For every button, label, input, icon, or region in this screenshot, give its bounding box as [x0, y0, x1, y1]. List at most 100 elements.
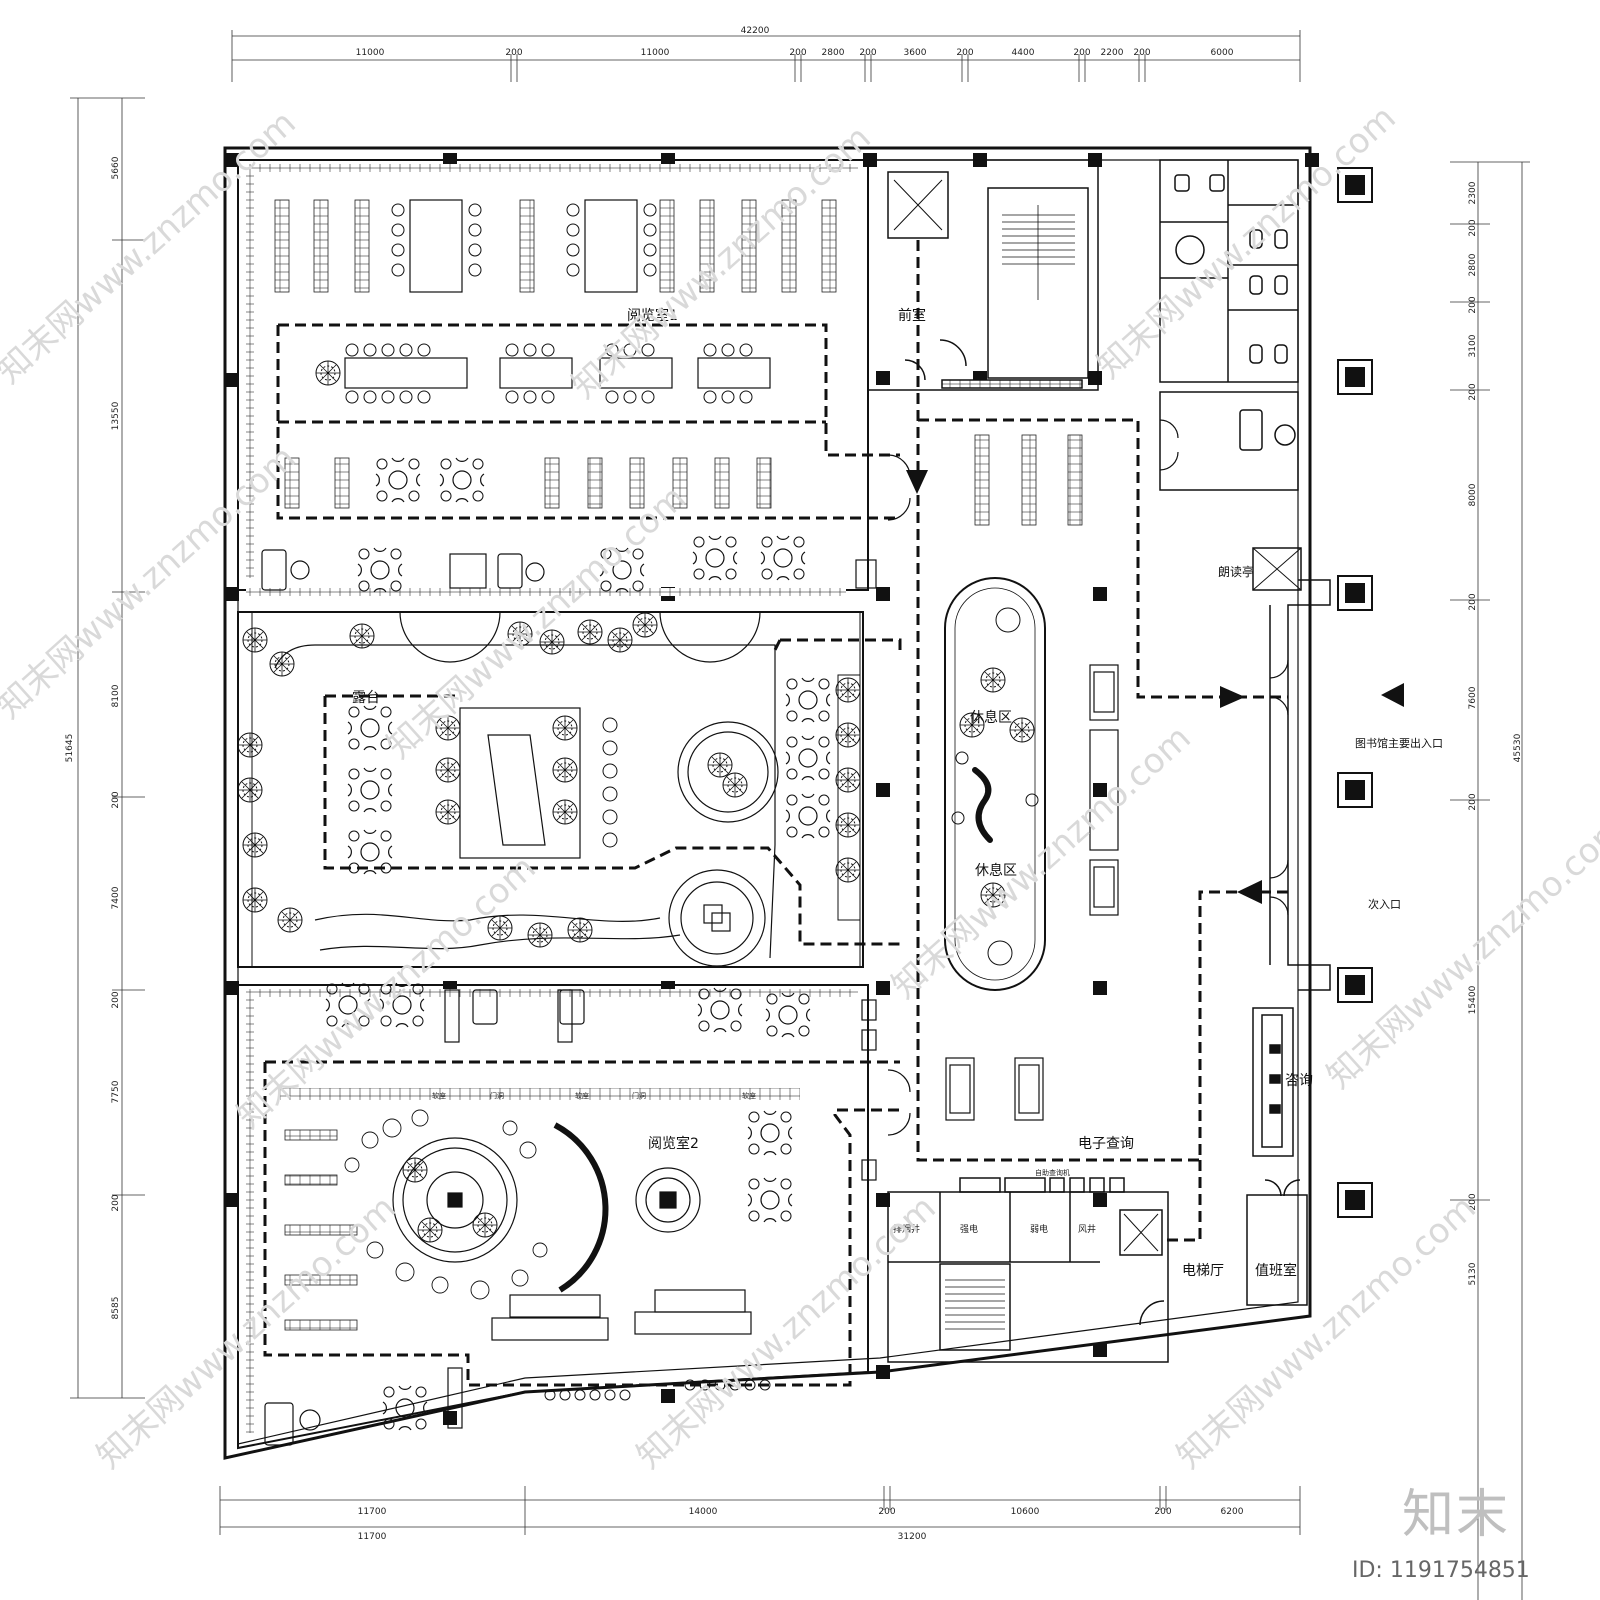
strong-current-label: 强电 [960, 1223, 978, 1235]
toilet-block [1159, 159, 1299, 491]
dim-bottom1-1: 14000 [689, 1507, 718, 1517]
central-lobby: 休息区 休息区 电子查询 [906, 240, 1288, 1162]
dim-right-total: 45530 [1513, 733, 1523, 762]
dim-top-5: 200 [859, 48, 876, 58]
dim-left-6: 7750 [111, 1080, 121, 1103]
dim-right-9: 200 [1468, 793, 1478, 810]
dim-left-8: 8585 [111, 1297, 121, 1320]
left-dimension-line [70, 97, 145, 1399]
dim-top-3: 200 [789, 48, 806, 58]
rest-area-1-label: 休息区 [970, 709, 1012, 726]
anteroom-label: 前室 [898, 307, 926, 324]
dim-top-10: 2200 [1101, 48, 1124, 58]
top-dimension-values: 11000 200 11000 200 2800 200 3600 200 44… [356, 48, 1234, 58]
consultation-desk [1252, 1007, 1294, 1157]
top-dimension-line [231, 30, 1301, 82]
east-facade [1269, 579, 1331, 991]
reading-room-2-label: 阅览室2 [648, 1135, 699, 1152]
dim-right-5: 200 [1468, 383, 1478, 400]
dim-top-7: 200 [956, 48, 973, 58]
shelf-label-1: 门洞 [490, 1091, 504, 1100]
self-service-kiosk-label: 自助查询机 [1035, 1168, 1070, 1177]
dim-right-6: 8000 [1468, 483, 1478, 506]
dim-bottom1-3: 10600 [1011, 1507, 1040, 1517]
dim-right-7: 200 [1468, 593, 1478, 610]
shelf-label-2: 软座 [575, 1091, 589, 1100]
dim-top-8: 4400 [1012, 48, 1035, 58]
watermark-6: 知末网www.znzmo.com [884, 718, 1198, 1007]
dim-top-1: 200 [505, 48, 522, 58]
dim-bottom2-0: 11700 [358, 1532, 387, 1542]
shelf-label-4: 软座 [742, 1091, 756, 1100]
watermark-4: 知末网www.znzmo.com [0, 438, 304, 727]
service-core [887, 1177, 1169, 1363]
shelf-label-3: 门洞 [632, 1091, 646, 1100]
dim-left-1: 13550 [111, 401, 121, 430]
main-entrance-label: 图书馆主要出入口 [1355, 736, 1443, 750]
dim-bottom1-0: 11700 [358, 1507, 387, 1517]
bottom-dimension-values: 11700 14000 200 10600 200 6200 11700 312… [358, 1507, 1244, 1542]
dim-right-2: 2800 [1468, 253, 1478, 276]
dim-left-2: 8100 [111, 684, 121, 707]
watermark-3: 知末网www.znzmo.com [1089, 98, 1403, 387]
watermark-11: 知末网www.znzmo.com [1169, 1188, 1483, 1477]
dim-bottom1-5: 6200 [1221, 1507, 1244, 1517]
dim-top-6: 3600 [904, 48, 927, 58]
duty-room-label: 值班室 [1255, 1262, 1297, 1279]
dim-right-3: 200 [1468, 296, 1478, 313]
reading-room-2-pebbles [344, 1109, 548, 1300]
shelf-label-0: 软座 [432, 1091, 446, 1100]
dim-left-4: 7400 [111, 886, 121, 909]
dim-right-1: 200 [1468, 219, 1478, 236]
image-id: ID: 1191754851 [1352, 1558, 1530, 1583]
dim-top-2: 11000 [641, 48, 670, 58]
dim-top-0: 11000 [356, 48, 385, 58]
dim-top-4: 2800 [822, 48, 845, 58]
brand-logo-text: 知末 [1402, 1485, 1511, 1545]
smoke-shaft-label: 排烟井 [893, 1223, 920, 1235]
reading-room-1-label: 阅览室1 [627, 307, 678, 324]
terrace-label: 露台 [352, 690, 380, 706]
bottom-dimension-line [219, 1486, 1301, 1535]
reading-room-2: 软座 门洞 软座 门洞 软座 [237, 982, 900, 1450]
terrace: 露台 [237, 611, 902, 968]
dim-left-3: 200 [111, 791, 121, 808]
reading-pavilion-label: 朗读亭 [1218, 564, 1254, 579]
right-dimension-values: 2300 200 2800 200 3100 200 8000 200 7600… [1468, 181, 1478, 1285]
dim-top-9: 200 [1073, 48, 1090, 58]
dim-bottom2-1: 31200 [898, 1532, 927, 1542]
dim-left-total: 51645 [65, 734, 75, 763]
watermark-1: 知末网www.znzmo.com [0, 103, 304, 392]
dim-left-0: 5660 [111, 156, 121, 179]
lobby-doors [887, 419, 1289, 1136]
air-shaft-label: 风井 [1078, 1223, 1096, 1235]
main-entrance-arrow [1381, 683, 1404, 707]
dim-right-11: 200 [1468, 1193, 1478, 1210]
watermark-8: 知末网www.znzmo.com [1319, 808, 1600, 1097]
dim-left-7: 200 [111, 1194, 121, 1211]
dim-right-10: 15400 [1468, 985, 1478, 1014]
reading-pavilion [1252, 547, 1302, 591]
right-dimension-line [1450, 161, 1530, 1600]
anteroom-stair-core [867, 159, 1099, 391]
consultation-label: 咨询 [1285, 1073, 1313, 1089]
dim-top-11: 200 [1133, 48, 1150, 58]
dim-left-5: 200 [111, 991, 121, 1008]
dim-top-12: 6000 [1211, 48, 1234, 58]
e-query-label: 电子查询 [1078, 1136, 1134, 1152]
rest-area-2-label: 休息区 [975, 862, 1017, 879]
dim-right-4: 3100 [1468, 334, 1478, 357]
dim-top-total: 42200 [741, 26, 770, 36]
watermark-5: 知末网www.znzmo.com [379, 478, 693, 767]
left-dimension-values: 5660 13550 8100 200 7400 200 7750 200 85… [111, 156, 121, 1319]
dim-right-8: 7600 [1468, 686, 1478, 709]
dim-bottom1-4: 200 [1154, 1507, 1171, 1517]
secondary-entrance-label: 次入口 [1368, 897, 1401, 911]
dim-right-0: 2300 [1468, 181, 1478, 204]
duty-room [1246, 1179, 1308, 1306]
weak-current-label: 弱电 [1030, 1223, 1048, 1235]
dim-right-12: 5130 [1468, 1262, 1478, 1285]
elevator-hall-label: 电梯厅 [1182, 1263, 1224, 1279]
dim-bottom1-2: 200 [878, 1507, 895, 1517]
